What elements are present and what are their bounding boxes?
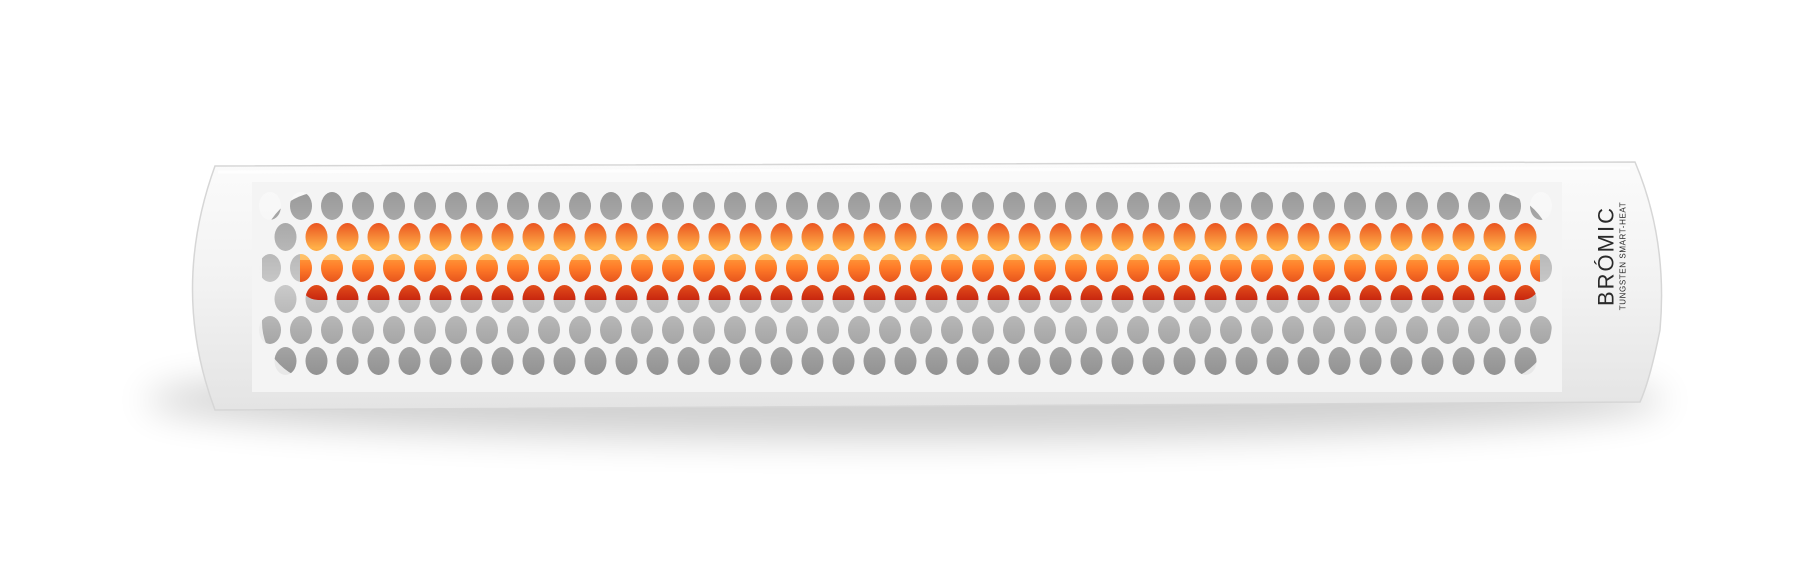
brand-logo-text: BRÓMIC <box>1593 206 1619 307</box>
grille-sheet <box>252 182 1562 392</box>
brand-tagline: TUNGSTEN SMART-HEAT <box>1618 201 1628 311</box>
perforated-grille <box>252 182 1562 392</box>
edge-highlight <box>217 166 1631 174</box>
